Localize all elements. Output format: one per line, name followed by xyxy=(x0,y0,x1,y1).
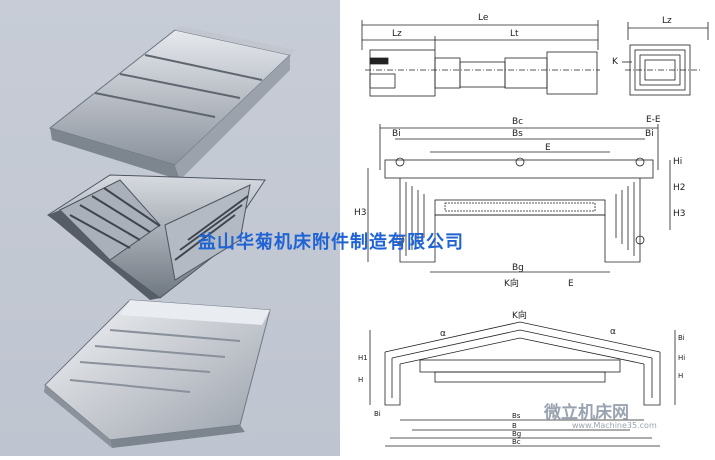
bottom-bc-label: Bc xyxy=(512,438,521,446)
roof-cover-image xyxy=(44,299,271,448)
bs-label: Bs xyxy=(512,129,523,139)
company-watermark: 盐山华菊机床附件制造有限公司 xyxy=(198,232,464,253)
bottom-bi-label: Bi xyxy=(374,410,381,418)
h-right-label: H xyxy=(678,372,683,380)
roof-k-direction-label: K向 xyxy=(512,309,527,321)
k-label: K xyxy=(612,57,619,67)
e-e-label: E-E xyxy=(646,115,661,125)
h1-label: H1 xyxy=(358,354,368,362)
hi-right-label: Hi xyxy=(678,354,685,362)
bottom-bi-right-label: Bi xyxy=(678,334,685,342)
lt-label: Lt xyxy=(510,29,519,39)
technical-drawings: Le Lz Lt Lz K xyxy=(340,0,715,456)
telescopic-cover-illustrations xyxy=(44,26,296,448)
h3-right-label: H3 xyxy=(673,209,686,219)
k-direction-label: K向 xyxy=(504,277,519,289)
end-lz-label: Lz xyxy=(662,16,672,26)
e-bottom-label: E xyxy=(568,279,574,289)
flat-cover-image xyxy=(48,26,296,180)
bi-left-label: Bi xyxy=(392,129,401,139)
side-view-drawing xyxy=(361,20,600,97)
product-photos-panel xyxy=(0,0,340,456)
bg-label: Bg xyxy=(512,263,524,273)
h3-left-label: H3 xyxy=(354,208,367,218)
bottom-bs-label: Bs xyxy=(512,412,521,420)
end-view-drawing xyxy=(622,22,709,96)
h2-label: H2 xyxy=(673,183,686,193)
lz-label: Lz xyxy=(392,29,402,39)
roof-section-drawing xyxy=(369,321,676,447)
site-logo-url: www.Machine35.com xyxy=(572,421,657,430)
le-label: Le xyxy=(478,13,489,23)
site-logo-name: 微立机床网 xyxy=(544,403,629,423)
site-logo: 微立机床网 www.Machine35.com xyxy=(544,398,657,430)
alpha-left-label: α xyxy=(440,329,446,339)
drawing-canvas: Le Lz Lt Lz K xyxy=(354,13,709,447)
alpha-right-label: α xyxy=(610,327,616,337)
e-label: E xyxy=(545,143,551,153)
h-left-label: H xyxy=(358,376,363,384)
bc-label: Bc xyxy=(512,117,523,127)
bottom-bg-label: Bg xyxy=(512,430,521,438)
open-cover-image xyxy=(47,174,266,300)
cross-section-drawing xyxy=(367,124,671,273)
hi-label: Hi xyxy=(673,157,682,167)
bottom-b-label: B xyxy=(512,422,517,430)
bi-right-label: Bi xyxy=(645,129,654,139)
